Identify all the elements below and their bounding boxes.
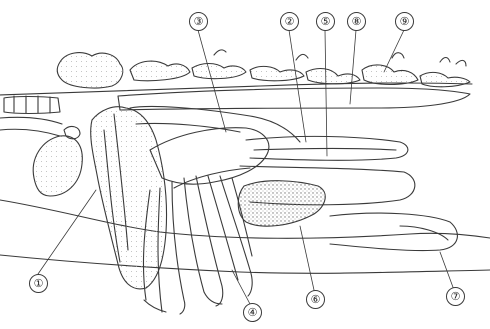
tail-section	[330, 213, 457, 250]
left-ovoid-organ	[33, 136, 82, 196]
callout-6: ⑥	[306, 290, 325, 309]
dorsal-lobes	[57, 50, 470, 88]
wing-organ	[150, 128, 269, 184]
callout-2: ②	[280, 12, 299, 31]
callout-8: ⑧	[347, 12, 366, 31]
small-round-node	[64, 127, 80, 139]
callout-5: ⑤	[316, 12, 335, 31]
callout-9: ⑨	[395, 12, 414, 31]
callout-7: ⑦	[446, 287, 465, 306]
left-cylinder	[4, 96, 60, 114]
callout-3: ③	[189, 12, 208, 31]
stippled-gland	[238, 181, 325, 226]
callout-4: ④	[243, 303, 262, 322]
callout-1: ①	[29, 274, 48, 293]
central-organ	[91, 107, 167, 289]
